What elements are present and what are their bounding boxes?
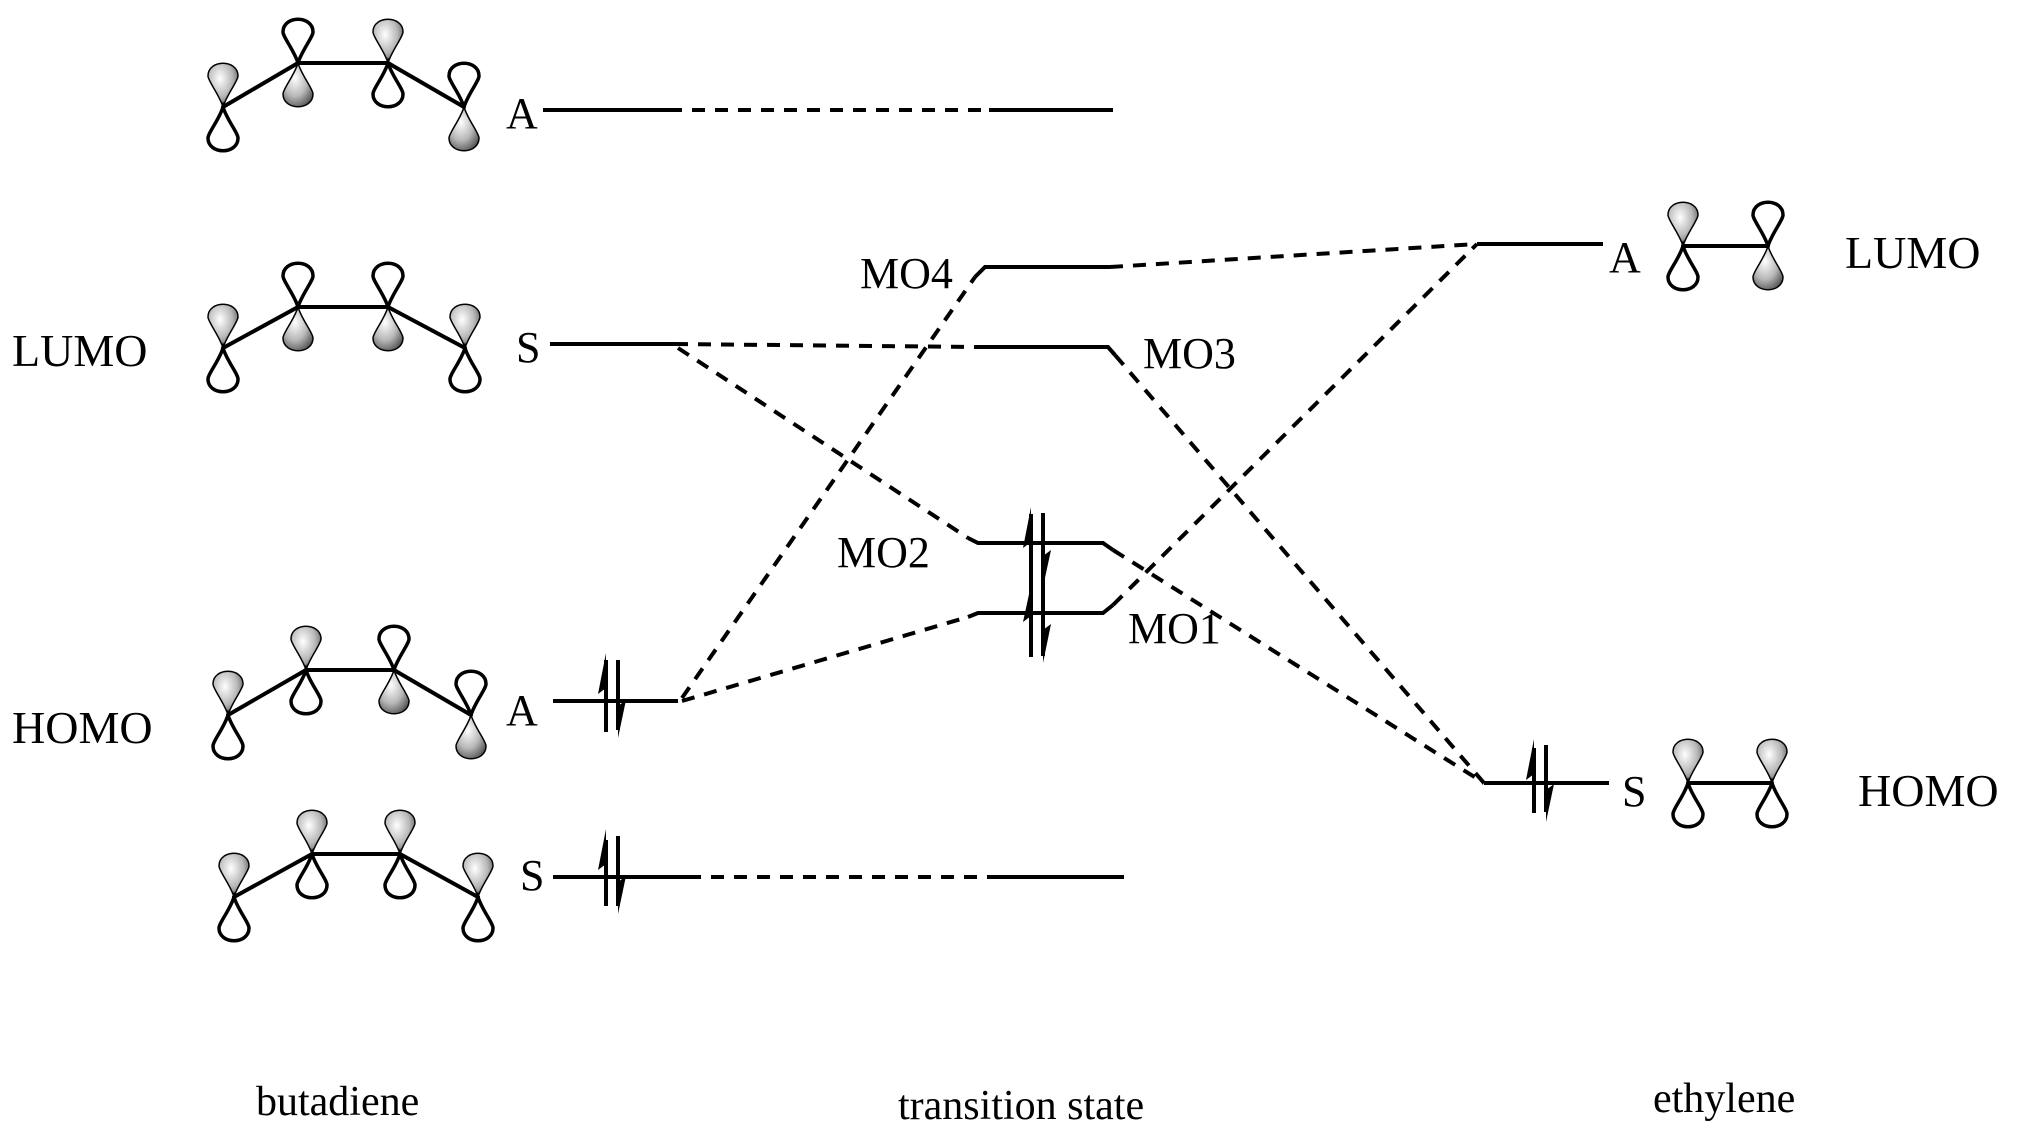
butadiene-lumo-symmetry: S [516,323,540,372]
caption-ethylene: ethylene [1653,1076,1795,1122]
p-orbital-lobe-shaded [1752,243,1784,291]
mo2-mo1-electron-pairs [1023,507,1051,663]
mo1-spin-down-head [1043,624,1051,663]
p-orbital-lobe-shaded [448,104,480,152]
ethylene-homo-label: HOMO [1858,765,1999,816]
correlation-lumo-to-mo2 [676,346,970,540]
butadiene-homo-symmetry: A [506,686,538,735]
p-orbital-lobe-shaded [1667,201,1699,249]
mo3-label: MO3 [1143,329,1236,378]
p-orbital-lobe-unshaded [383,847,417,900]
mo1-label: MO1 [1128,604,1221,653]
p-orbital-lobe-unshaded [295,847,329,900]
ethylene-homo-orbital-drawing [1671,738,1789,829]
mo2-spin-down-head [1043,550,1051,587]
ethylene-lumo-symmetry: A [1609,233,1641,282]
p-orbital-lobe-unshaded [1671,776,1705,829]
caption-transition-state: transition state [898,1083,1144,1129]
p-orbital-lobe-shaded [1756,738,1788,786]
p-orbital-lobe-shaded [378,667,410,715]
correlation-homo-to-mo4 [680,275,977,700]
butadiene-psi4-orbital-drawing [206,17,481,153]
caption-butadiene: butadiene [256,1079,419,1125]
sigma-bond [226,668,308,717]
butadiene-psi1-electron-pair [598,829,626,914]
p-orbital-lobe-unshaded [454,669,488,722]
p-orbital-lobe-shaded [462,852,494,900]
spin-up-head [598,653,606,694]
p-orbital-lobe-shaded [372,304,404,352]
sigma-bond [221,305,300,350]
spin-down-head [1546,784,1554,822]
mo1-level [967,603,1115,619]
p-orbital-lobe-unshaded [1666,239,1700,292]
p-orbital-lobe-unshaded [281,261,315,314]
spin-up-head [1526,739,1534,780]
p-orbital-lobe-shaded [282,304,314,352]
p-orbital-lobe-shaded [384,809,416,857]
spin-down-head [618,876,626,914]
p-orbital-lobe-unshaded [281,17,315,70]
butadiene-lumo-label: LUMO [12,325,147,376]
butadiene-homo-electron-pair [598,653,626,738]
butadiene-psi4-symmetry: A [506,89,538,138]
correlation-ethylene-lumo-to-mo1 [1111,242,1479,607]
correlation-homo-to-mo1 [681,615,969,703]
correlation-lumo-to-mo3 [674,342,976,349]
sigma-bond [386,305,467,350]
p-orbital-lobe-unshaded [377,624,411,677]
mo2-spin-up-head [1023,507,1031,548]
p-orbital-lobe-shaded [296,809,328,857]
p-orbital-lobe-shaded [218,852,250,900]
spin-down-head [618,700,626,738]
butadiene-psi1-orbital-drawing [217,809,495,943]
correlation-ethylene-homo-to-mo3 [1113,353,1486,785]
p-orbital-lobe-shaded [282,60,314,108]
sigma-bond [398,852,480,899]
spin-up-head [598,829,606,870]
p-orbital-lobe-shaded [207,62,239,110]
mo2-label: MO2 [837,528,930,577]
ethylene-homo-symmetry: S [1622,767,1646,816]
ethylene-lumo-label: LUMO [1845,227,1980,278]
p-orbital-lobe-unshaded [1755,776,1789,829]
p-orbital-lobe-shaded [290,625,322,673]
p-orbital-lobe-unshaded [447,61,481,114]
mo4-label: MO4 [860,249,953,298]
ethylene-lumo-orbital-drawing [1666,200,1785,292]
p-orbital-lobe-unshaded [448,341,482,394]
ethylene-homo-electron-pair [1526,739,1554,822]
p-orbital-lobe-shaded [1672,738,1704,786]
butadiene-homo-orbital-drawing [211,624,488,761]
mo2-level [967,536,1115,552]
p-orbital-lobe-unshaded [1751,200,1785,253]
butadiene-psi1-symmetry: S [520,851,544,900]
p-orbital-lobe-unshaded [211,708,245,761]
mo4-level [973,265,1110,279]
mo1-spin-up-head [1023,585,1031,622]
p-orbital-lobe-unshaded [371,56,405,109]
p-orbital-lobe-shaded [449,303,481,351]
butadiene-lumo-orbital-drawing [206,261,482,394]
sigma-bond [386,61,466,109]
p-orbital-lobe-shaded [372,18,404,66]
p-orbital-lobe-shaded [212,670,244,718]
mo3-level [975,345,1117,357]
p-orbital-lobe-unshaded [289,663,323,716]
sigma-bond [221,61,300,109]
p-orbital-lobe-unshaded [461,890,495,943]
butadiene-homo-label: HOMO [12,702,153,753]
p-orbital-lobe-shaded [455,712,487,760]
p-orbital-lobe-unshaded [217,890,251,943]
sigma-bond [392,668,473,717]
p-orbital-lobe-shaded [207,303,239,351]
sigma-bond [232,852,314,899]
p-orbital-lobe-unshaded [206,341,240,394]
correlation-ethylene-homo-to-mo2 [1111,548,1486,785]
p-orbital-lobe-unshaded [206,100,240,153]
p-orbital-lobe-unshaded [371,261,405,314]
correlation-ethylene-lumo-to-mo4 [1109,242,1478,269]
